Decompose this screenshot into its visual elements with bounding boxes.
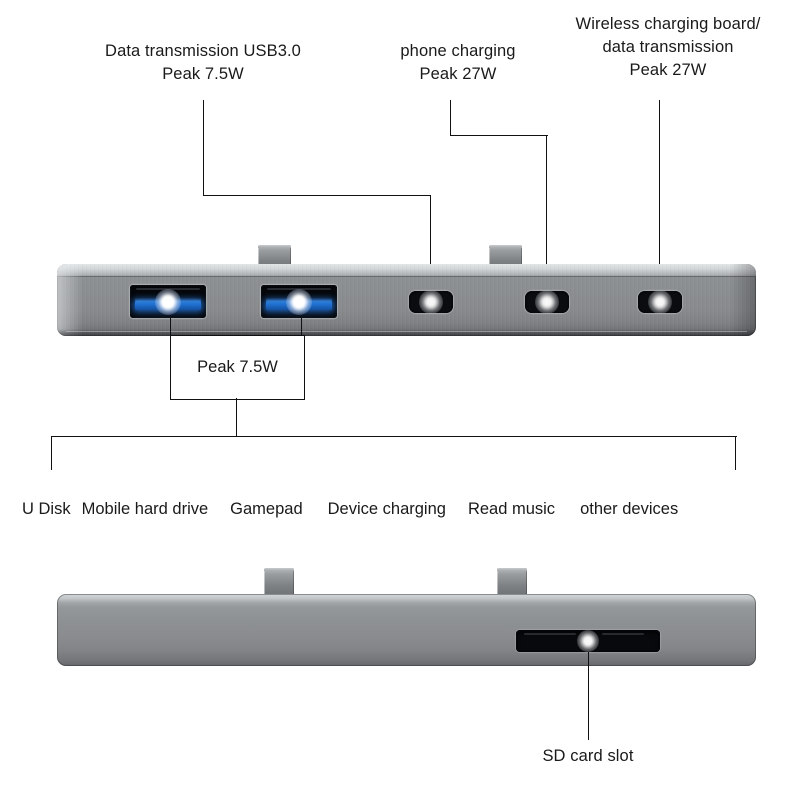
usb-c-port-2-indicator-glow [535, 290, 559, 314]
usb-c-port-1[interactable] [409, 290, 453, 314]
usb-c-port-2[interactable] [525, 290, 569, 314]
sd-card-slot-ridge-right [602, 633, 644, 635]
callout-usb-a-label: Data transmission USB3.0 Peak 7.5W [105, 42, 301, 83]
feature-item-u-disk: U Disk [22, 500, 71, 518]
sd-card-slot-ridge-left [524, 633, 576, 635]
feature-item-device-charging: Device charging [327, 500, 446, 518]
peak-power-label: Peak 7.5W [197, 358, 278, 376]
usb-a-port-1[interactable] [130, 285, 206, 318]
leader-usba-port1-to-peakbox [170, 318, 172, 336]
usb-c-port-3[interactable] [638, 290, 682, 314]
feature-bracket-horizontal [51, 436, 737, 438]
feature-item-gamepad: Gamepad [230, 500, 303, 518]
feature-item-mobile-hard-drive: Mobile hard drive [81, 500, 209, 518]
usb-c-connector-nub-right-bottom [497, 568, 527, 596]
leader-phone-vertical-upper [450, 100, 452, 136]
callout-phone-charging-label: phone charging Peak 27W [400, 42, 516, 83]
usb-c-port-1-indicator-glow [419, 290, 443, 314]
sd-card-slot[interactable] [516, 630, 660, 652]
body-top-chamfer [57, 264, 756, 277]
usb-a-port-1-indicator-glow [155, 288, 181, 315]
peak-power-box: Peak 7.5W [170, 335, 305, 400]
feature-bracket-right-tick [735, 436, 737, 470]
body-bottom-lip-highlight [66, 331, 747, 332]
leader-usba-horizontal [203, 195, 431, 197]
leader-wireless-vertical [659, 100, 661, 302]
leader-phone-horizontal [450, 135, 548, 137]
sd-card-slot-indicator-glow [577, 630, 599, 652]
leader-peakbox-trunk [236, 398, 238, 437]
feature-bracket-left-tick [51, 436, 53, 470]
leader-usba-vertical-lower [430, 195, 432, 302]
leader-sd-card-vertical [588, 652, 590, 740]
body-left-end-shading [57, 264, 83, 336]
callout-wireless-label: Wireless charging board/ data transmissi… [575, 15, 761, 79]
usb-c-connector-nub-left-bottom [264, 568, 294, 596]
feature-list: U Disk Mobile hard drive Gamepad Device … [22, 500, 678, 519]
usb-a-port-2-indicator-glow [286, 288, 312, 315]
usb-a-port-2[interactable] [261, 285, 337, 318]
leader-usba-vertical-upper [203, 100, 205, 196]
body-right-end-shading [730, 264, 756, 336]
feature-item-other-devices: other devices [580, 500, 679, 518]
feature-item-read-music: Read music [467, 500, 556, 518]
usb-c-port-3-indicator-glow [648, 290, 672, 314]
body-bottom-lip [57, 329, 756, 336]
leader-usba-port2-to-peakbox [301, 318, 303, 336]
leader-phone-vertical-lower [546, 135, 548, 302]
callout-sd-card-label: SD card slot [542, 747, 634, 765]
